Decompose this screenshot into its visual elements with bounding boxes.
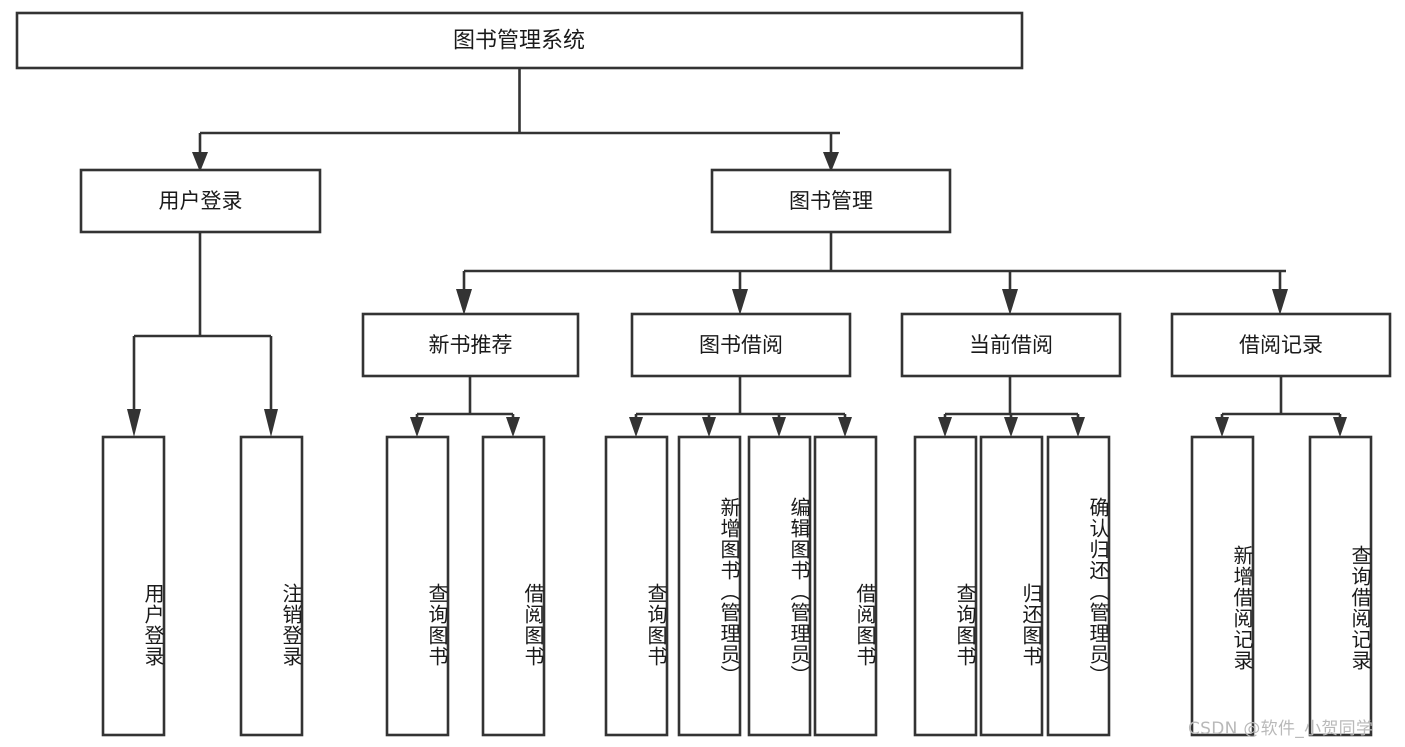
arrow-head-leaf-return-book bbox=[1004, 417, 1018, 437]
arrow-head-leaf-query-book-1 bbox=[410, 417, 424, 437]
leaf-box-borrow-book-1[interactable] bbox=[481, 435, 546, 737]
node-root-box bbox=[15, 11, 1024, 70]
leaf-box-borrow-book-2[interactable] bbox=[813, 435, 878, 737]
connector-book-management-to-level3 bbox=[456, 232, 1288, 315]
node-new-book-recommend[interactable]: 新书推荐 bbox=[361, 312, 580, 378]
arrow-head-current-borrow bbox=[1002, 289, 1018, 315]
node-book-borrow-box bbox=[630, 312, 852, 378]
arrow-head-leaf-logout-login bbox=[264, 409, 278, 437]
node-current-borrow[interactable]: 当前借阅 bbox=[900, 312, 1122, 378]
leaf-box-query-book-2[interactable] bbox=[604, 435, 669, 737]
node-borrow-record-label: 借阅记录 bbox=[1239, 333, 1323, 357]
node-current-borrow-label: 当前借阅 bbox=[969, 333, 1053, 357]
arrow-head-book-management bbox=[823, 152, 839, 172]
node-user-login-box bbox=[79, 168, 322, 234]
arrow-head-leaf-borrow-book-1 bbox=[506, 417, 520, 437]
leaf-box-edit-book[interactable] bbox=[747, 435, 812, 737]
connector-current-borrow-to-leaves bbox=[938, 376, 1085, 437]
leaf-box-confirm-return[interactable] bbox=[1046, 435, 1111, 737]
node-root-label: 图书管理系统 bbox=[453, 29, 585, 54]
arrow-head-leaf-user-login bbox=[127, 409, 141, 437]
leaf-boxes-group bbox=[101, 435, 1373, 737]
arrow-head-new-book-recommend bbox=[456, 289, 472, 315]
leaf-box-return-book[interactable] bbox=[979, 435, 1044, 737]
arrow-head-borrow-record bbox=[1272, 289, 1288, 315]
node-borrow-record-box bbox=[1170, 312, 1392, 378]
connector-new-book-recommend-to-leaves bbox=[410, 376, 520, 437]
leaf-box-query-book-3[interactable] bbox=[913, 435, 978, 737]
connector-book-borrow-to-leaves bbox=[629, 376, 852, 437]
arrow-head-user-login bbox=[192, 152, 208, 172]
node-book-borrow[interactable]: 图书借阅 bbox=[630, 312, 852, 378]
node-borrow-record[interactable]: 借阅记录 bbox=[1170, 312, 1392, 378]
leaf-box-user-login[interactable] bbox=[101, 435, 166, 737]
leaf-box-add-record[interactable] bbox=[1190, 435, 1255, 737]
node-book-management-label: 图书管理 bbox=[789, 189, 873, 213]
node-book-borrow-label: 图书借阅 bbox=[699, 333, 783, 357]
arrow-head-leaf-edit-book bbox=[772, 417, 786, 437]
connector-root-to-level2 bbox=[192, 68, 840, 172]
node-book-management[interactable]: 图书管理 bbox=[710, 168, 952, 234]
node-new-book-recommend-box bbox=[361, 312, 580, 378]
connector-borrow-record-to-leaves bbox=[1215, 376, 1347, 437]
node-new-book-recommend-label: 新书推荐 bbox=[429, 333, 513, 357]
node-root-system[interactable]: 图书管理系统 bbox=[15, 11, 1024, 70]
arrow-head-leaf-query-record bbox=[1333, 417, 1347, 437]
arrow-head-leaf-confirm-return bbox=[1071, 417, 1085, 437]
arrow-head-leaf-query-book-2 bbox=[629, 417, 643, 437]
leaf-box-query-record[interactable] bbox=[1308, 435, 1373, 737]
node-user-login[interactable]: 用户登录 bbox=[79, 168, 322, 234]
leaf-box-add-book[interactable] bbox=[677, 435, 742, 737]
node-user-login-label: 用户登录 bbox=[159, 189, 243, 213]
arrow-head-leaf-borrow-book-2 bbox=[838, 417, 852, 437]
arrow-head-book-borrow bbox=[732, 289, 748, 315]
csdn-watermark: CSDN @软件_小贺同学 bbox=[1188, 719, 1374, 739]
leaf-box-query-book-1[interactable] bbox=[385, 435, 450, 737]
arrow-head-leaf-query-book-3 bbox=[938, 417, 952, 437]
arrow-head-leaf-add-record bbox=[1215, 417, 1229, 437]
connector-user-login-to-leaves bbox=[127, 232, 278, 437]
leaf-box-logout-login[interactable] bbox=[239, 435, 304, 737]
node-current-borrow-box bbox=[900, 312, 1122, 378]
arrow-head-leaf-add-book bbox=[702, 417, 716, 437]
node-book-management-box bbox=[710, 168, 952, 234]
